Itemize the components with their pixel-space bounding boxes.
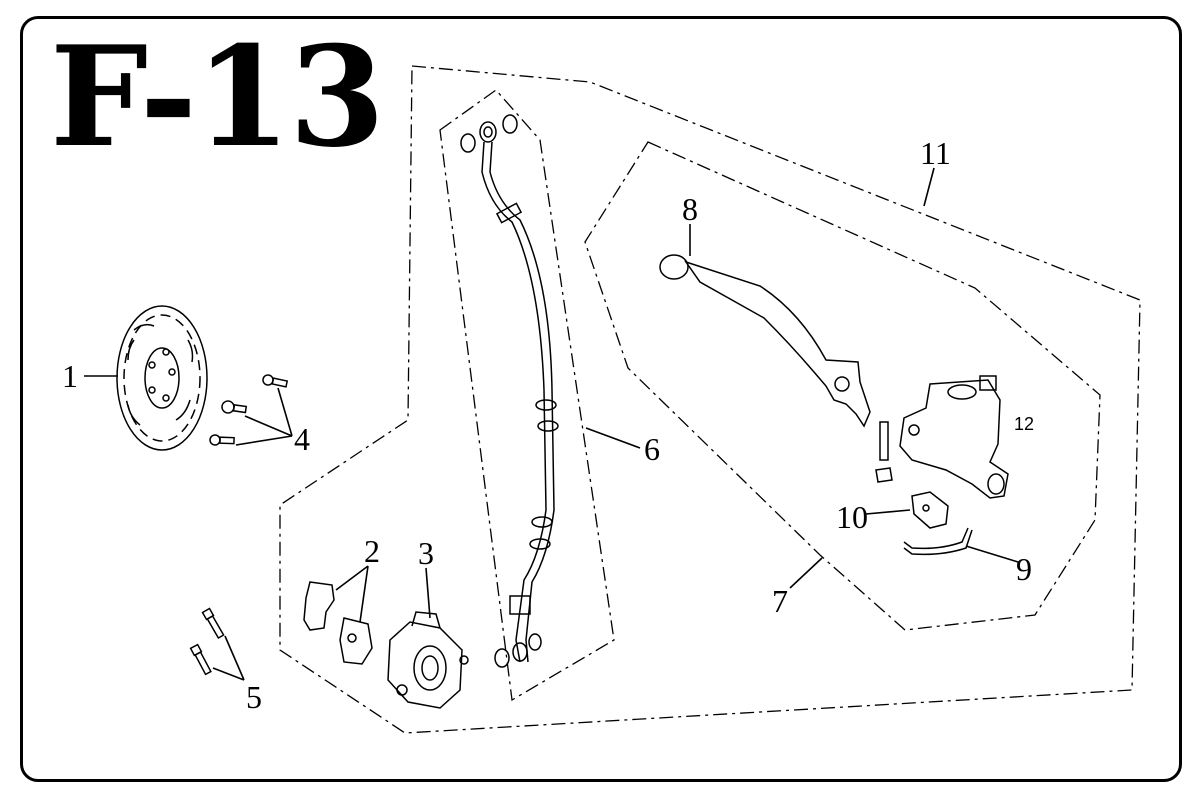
lever-group-boundary-11 bbox=[584, 141, 1101, 631]
leader-6 bbox=[585, 427, 641, 449]
assembly-boundary-7 bbox=[279, 65, 1141, 734]
disc-bolt-icon bbox=[209, 374, 289, 446]
leader-9 bbox=[965, 545, 1019, 563]
callout-2: 2 bbox=[364, 533, 380, 569]
switch-wire-icon bbox=[903, 527, 973, 556]
callout-1: 1 bbox=[62, 358, 78, 394]
callout-7: 7 bbox=[772, 583, 788, 619]
leader-10 bbox=[865, 509, 911, 515]
callout-12: 12 bbox=[1014, 414, 1034, 434]
brake-hose-icon bbox=[460, 114, 559, 668]
brake-lever-icon bbox=[659, 254, 871, 428]
leader-5 bbox=[212, 635, 245, 681]
brake-disc-icon bbox=[116, 305, 208, 451]
hose-group-boundary bbox=[439, 89, 615, 702]
callout-5: 5 bbox=[246, 679, 262, 715]
callout-4: 4 bbox=[294, 421, 310, 457]
brake-switch-icon bbox=[911, 491, 949, 529]
leader-4 bbox=[235, 387, 293, 446]
page-title: F-13 bbox=[50, 15, 385, 178]
caliper-bolt-icon bbox=[189, 607, 225, 676]
callout-3: 3 bbox=[418, 535, 434, 571]
callout-8: 8 bbox=[682, 191, 698, 227]
leader-7 bbox=[789, 557, 823, 589]
brake-caliper-icon bbox=[387, 611, 469, 709]
brake-pad-icon bbox=[303, 581, 373, 665]
master-cylinder-icon bbox=[875, 375, 1009, 499]
callout-9: 9 bbox=[1016, 551, 1032, 587]
callout-10: 10 bbox=[836, 499, 868, 535]
callout-11: 11 bbox=[920, 135, 951, 171]
diagram-frame bbox=[20, 16, 1182, 782]
leader-11 bbox=[923, 167, 935, 207]
leader-3 bbox=[425, 567, 431, 619]
leader-2 bbox=[335, 565, 369, 623]
callout-6: 6 bbox=[644, 431, 660, 467]
